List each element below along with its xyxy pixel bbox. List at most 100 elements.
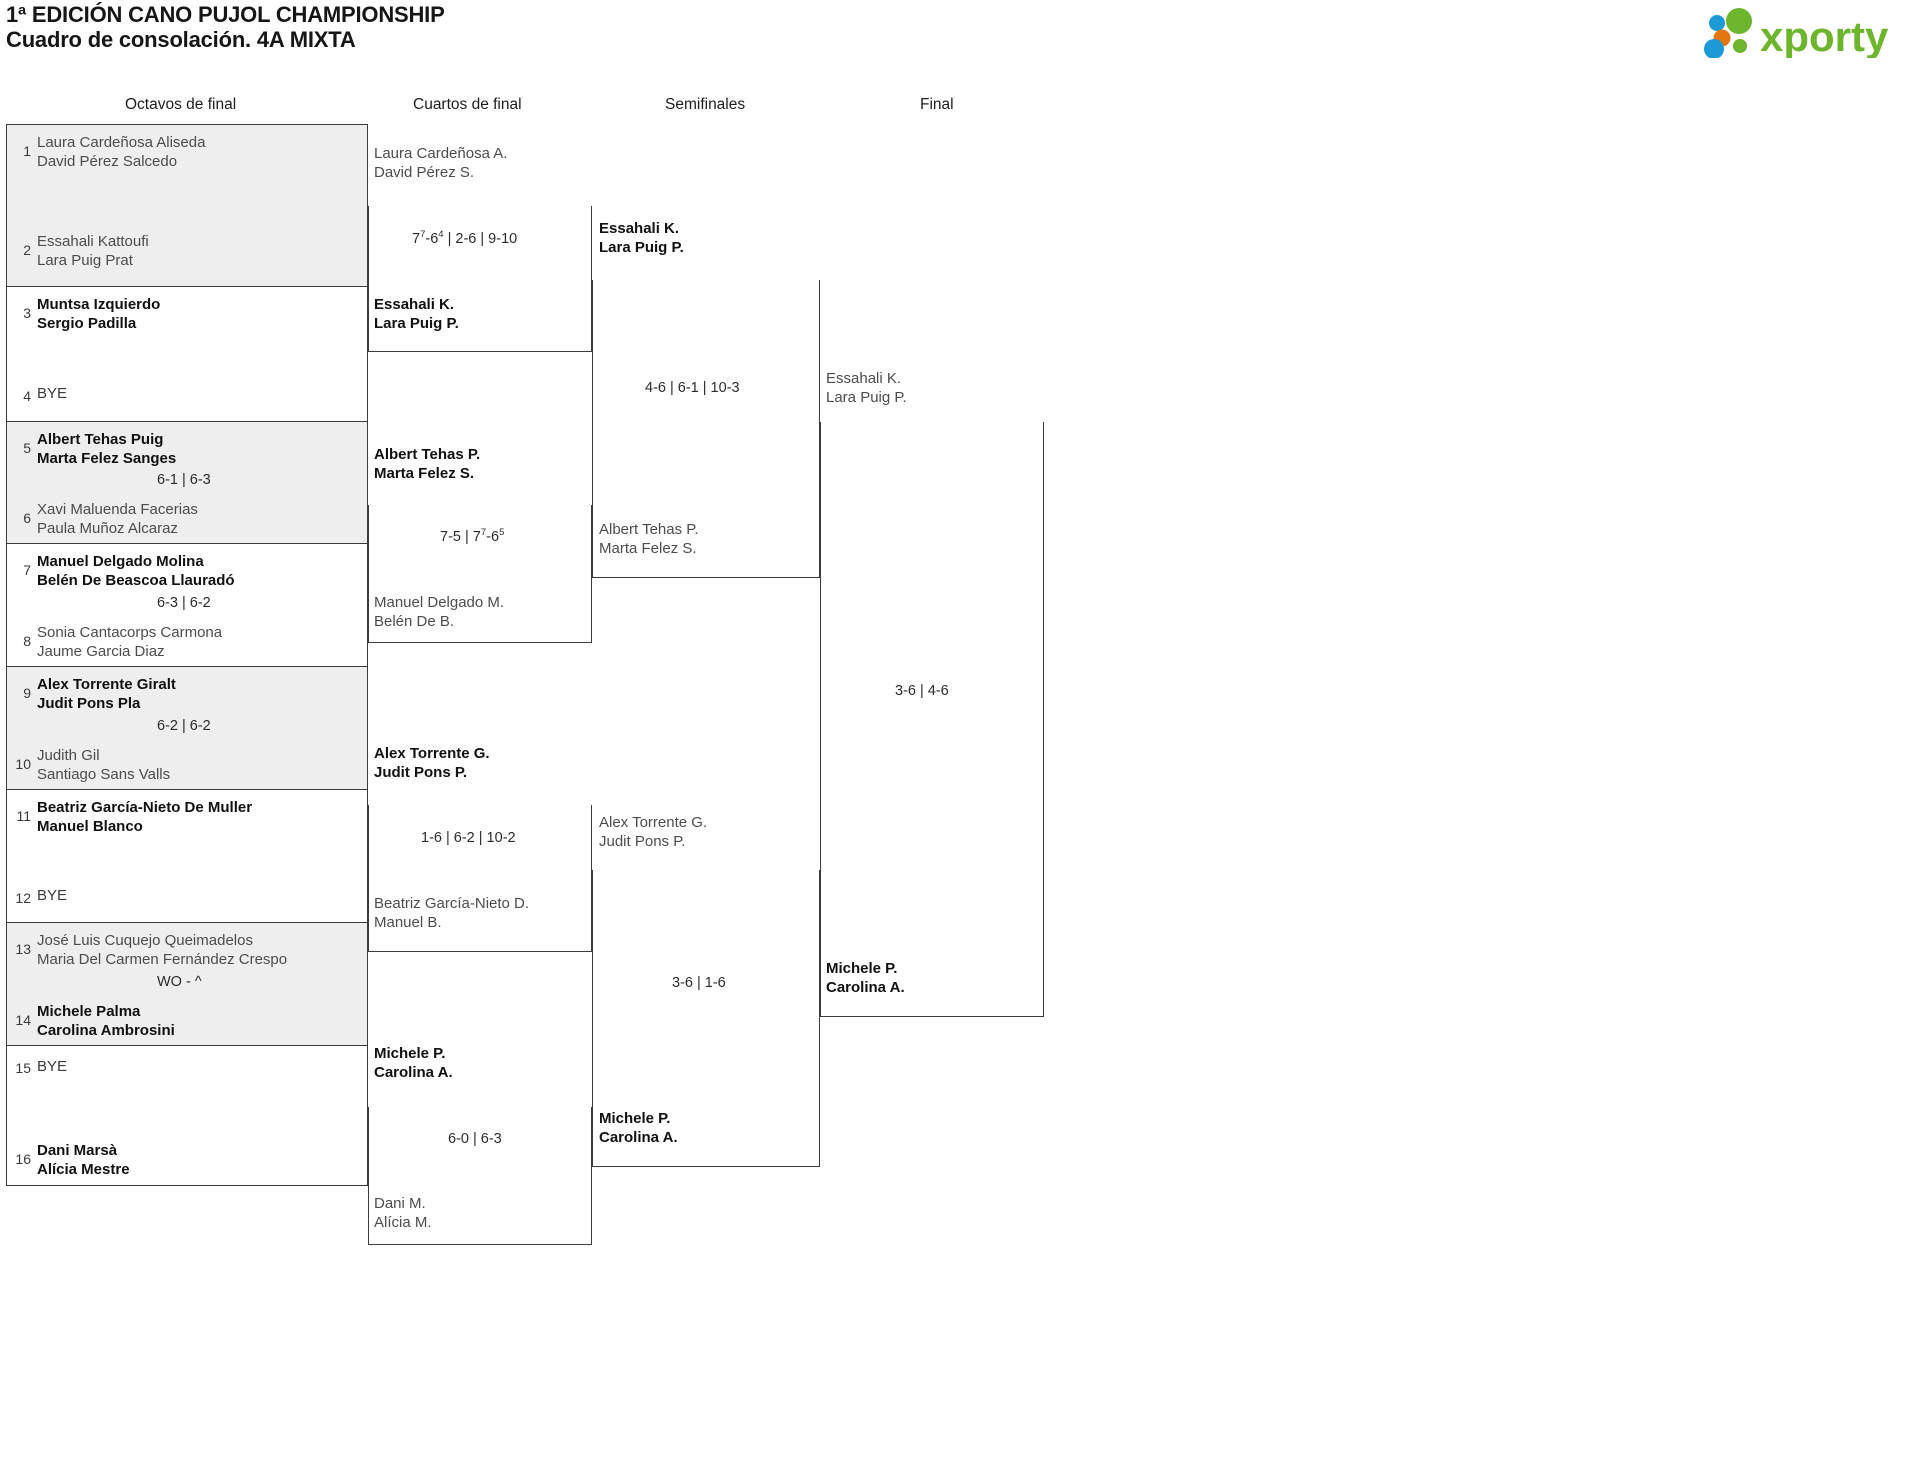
r2-team-2-bottom: Manuel Delgado M. Belén De B.	[374, 594, 504, 631]
player-line-2: Carolina A.	[826, 978, 905, 996]
r1-match-7[interactable]: 13 José Luis Cuquejo Queimadelos Maria D…	[6, 923, 368, 1046]
r2-match-4-box	[368, 1107, 592, 1245]
r1-team-bottom: Judith Gil Santiago Sans Valls	[37, 747, 170, 784]
player-line-1: Muntsa Izquierdo	[37, 296, 161, 313]
r4-score: 3-6 | 4-6	[895, 683, 949, 699]
player-line-2: Lara Puig P.	[599, 238, 684, 256]
player-line-1: Albert Tehas P.	[374, 446, 481, 463]
r1-match-5[interactable]: 9 Alex Torrente Giralt Judit Pons Pla 10…	[6, 667, 368, 790]
player-line-2: Marta Felez Sanges	[37, 449, 177, 467]
r3-team-2-bottom: Michele P. Carolina A.	[599, 1110, 678, 1147]
player-line-1: Albert Tehas Puig	[37, 431, 164, 448]
player-line-1: Essahali K.	[826, 370, 902, 387]
r1-score: 6-3 | 6-2	[157, 595, 211, 611]
title-block: 1ª EDICIÓN CANO PUJOL CHAMPIONSHIP Cuadr…	[6, 2, 445, 52]
seed-number: 2	[23, 242, 31, 258]
page-subtitle: Cuadro de consolación. 4A MIXTA	[6, 27, 356, 52]
player-line-1: Dani M.	[374, 1195, 426, 1212]
player-line-1: Xavi Maluenda Facerias	[37, 501, 198, 518]
r1-match-1[interactable]: 1 Laura Cardeñosa Aliseda David Pérez Sa…	[6, 124, 368, 287]
player-line-1: Essahali K.	[374, 296, 455, 313]
r1-team-bottom: Xavi Maluenda Facerias Paula Muñoz Alcar…	[37, 501, 198, 538]
r2-match-3-box	[368, 805, 592, 952]
seed-number: 10	[15, 756, 31, 772]
seed-number: 14	[15, 1012, 31, 1028]
seed-number: 12	[15, 890, 31, 906]
player-line-2: Carolina A.	[599, 1128, 678, 1146]
r1-team-top: Albert Tehas Puig Marta Felez Sanges	[37, 431, 176, 468]
player-line-1: Essahali Kattoufi	[37, 233, 149, 250]
player-line-1: Essahali K.	[599, 220, 680, 237]
player-line-1: Michele Palma	[37, 1003, 141, 1020]
r1-match-8[interactable]: 15 BYE 16 Dani Marsà Alícia Mestre	[6, 1046, 368, 1186]
logo-wordmark: xporty	[1760, 13, 1889, 58]
player-line-1: Beatriz García-Nieto De Muller	[37, 799, 253, 816]
round-heading-semifinales: Semifinales	[665, 96, 746, 113]
r1-match-3[interactable]: 5 Albert Tehas Puig Marta Felez Sanges 6…	[6, 422, 368, 544]
r4-team-bottom: Michele P. Carolina A.	[826, 960, 905, 997]
r1-team-top: Beatriz García-Nieto De Muller Manuel Bl…	[37, 799, 252, 836]
player-line-2: Santiago Sans Valls	[37, 765, 171, 783]
seed-number: 9	[23, 685, 31, 701]
r3-match-2-box	[592, 870, 820, 1167]
r2-team-3-bottom: Beatriz García-Nieto D. Manuel B.	[374, 895, 529, 932]
r1-score: WO - ^	[157, 974, 202, 990]
r1-score: 6-2 | 6-2	[157, 718, 211, 734]
player-line-2: Judit Pons P.	[599, 832, 686, 850]
player-line-1: Michele P.	[826, 960, 898, 977]
r2-team-4-bottom: Dani M. Alícia M.	[374, 1195, 432, 1232]
round-heading-final: Final	[920, 96, 954, 113]
player-line-1: Albert Tehas P.	[599, 521, 699, 538]
r1-match-2[interactable]: 3 Muntsa Izquierdo Sergio Padilla 4 BYE	[6, 287, 368, 422]
xporty-logo: xporty	[1703, 8, 1913, 58]
player-line-2: Jaume Garcia Diaz	[37, 642, 165, 660]
r3-score-2: 3-6 | 1-6	[672, 975, 726, 991]
r1-team-bottom: Essahali Kattoufi Lara Puig Prat	[37, 233, 149, 270]
player-line-2: Carolina Ambrosini	[37, 1021, 175, 1039]
seed-number: 16	[15, 1151, 31, 1167]
r2-team-4-top: Michele P. Carolina A.	[374, 1045, 453, 1082]
r4-team-top: Essahali K. Lara Puig P.	[826, 370, 907, 407]
r1-team-top: Manuel Delgado Molina Belén De Beascoa L…	[37, 553, 235, 590]
player-line-1: Dani Marsà	[37, 1142, 118, 1159]
page-header: 1ª EDICIÓN CANO PUJOL CHAMPIONSHIP Cuadr…	[0, 0, 1920, 70]
r3-score-1: 4-6 | 6-1 | 10-3	[645, 380, 740, 396]
player-line-2: Belén De B.	[374, 612, 455, 630]
player-line-1: Sonia Cantacorps Carmona	[37, 624, 223, 641]
r1-match-4[interactable]: 7 Manuel Delgado Molina Belén De Beascoa…	[6, 544, 368, 667]
seed-number: 3	[23, 305, 31, 321]
player-line-2: Judit Pons Pla	[37, 694, 141, 712]
r1-team-bottom: Sonia Cantacorps Carmona Jaume Garcia Di…	[37, 624, 222, 661]
player-line-1: Laura Cardeñosa Aliseda	[37, 134, 206, 151]
seed-number: 7	[23, 562, 31, 578]
r1-match-6[interactable]: 11 Beatriz García-Nieto De Muller Manuel…	[6, 790, 368, 923]
seed-number: 13	[15, 941, 31, 957]
player-line-2: Lara Puig P.	[374, 314, 459, 332]
r1-team-top: José Luis Cuquejo Queimadelos Maria Del …	[37, 932, 287, 969]
r1-team-bottom: Michele Palma Carolina Ambrosini	[37, 1003, 175, 1040]
player-line-1: Alex Torrente Giralt	[37, 676, 176, 693]
player-line-2: Alícia Mestre	[37, 1160, 130, 1178]
player-line-2: Lara Puig P.	[826, 388, 907, 406]
player-line-1: Beatriz García-Nieto D.	[374, 895, 530, 912]
r2-team-1-bottom: Essahali K. Lara Puig P.	[374, 296, 459, 333]
r1-team-bottom: Dani Marsà Alícia Mestre	[37, 1142, 130, 1179]
seed-number: 5	[23, 440, 31, 456]
player-line-2: Maria Del Carmen Fernández Crespo	[37, 950, 288, 968]
r3-team-1-top: Essahali K. Lara Puig P.	[599, 220, 684, 257]
page-title: 1ª EDICIÓN CANO PUJOL CHAMPIONSHIP	[6, 2, 445, 27]
r3-match-1-box	[592, 280, 820, 578]
player-line-1: Alex Torrente G.	[374, 745, 490, 762]
player-line-2: Lara Puig Prat	[37, 251, 133, 269]
player-line-2: Paula Muñoz Alcaraz	[37, 519, 178, 537]
r2-match-1-box	[368, 206, 592, 352]
r1-team-bottom-bye: BYE	[37, 385, 68, 402]
r1-team-bottom-bye: BYE	[37, 887, 68, 904]
player-line-1: Manuel Delgado M.	[374, 594, 505, 611]
player-line-2: Marta Felez S.	[374, 464, 475, 482]
round-heading-cuartos: Cuartos de final	[413, 96, 522, 113]
player-line-2: Manuel B.	[374, 913, 442, 931]
r4-match-1-box	[820, 422, 1044, 1017]
r1-team-top: Laura Cardeñosa Aliseda David Pérez Salc…	[37, 134, 205, 171]
